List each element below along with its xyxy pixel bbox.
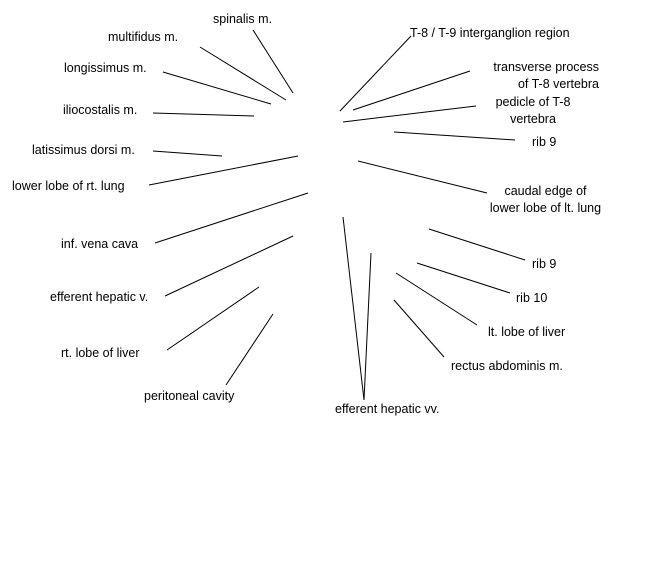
label-transverse-line1: transverse process xyxy=(493,60,599,74)
label-caudal-edge-line1: caudal edge of xyxy=(504,184,587,198)
label-rib-10: rib 10 xyxy=(516,291,548,305)
label-caudal-edge-line2: lower lobe of lt. lung xyxy=(489,201,602,215)
label-iliocostalis: iliocostalis m. xyxy=(63,103,138,117)
leader-line-rib9-lower xyxy=(428,228,526,261)
label-efferent-hepatic-vv: efferent hepatic vv. xyxy=(335,402,440,416)
leader-line-pedicle xyxy=(342,105,477,123)
leader-line-rectus xyxy=(393,299,445,358)
leader-line-interganglion xyxy=(339,35,412,112)
leader-line-peritoneal xyxy=(225,313,274,386)
leader-line-multifidus xyxy=(199,46,287,101)
leader-line-rib10 xyxy=(416,262,511,294)
leader-line-latissimus xyxy=(152,150,223,157)
label-caudal-edge-lt-lung: caudal edge of lower lobe of lt. lung xyxy=(473,183,618,217)
label-pedicle-line2: vertebra xyxy=(510,112,556,126)
label-interganglion-region: T-8 / T-9 interganglion region xyxy=(410,26,570,40)
label-lt-lobe-liver: lt. lobe of liver xyxy=(488,325,566,339)
label-spinalis: spinalis m. xyxy=(213,12,273,26)
label-rib-9-lower: rib 9 xyxy=(532,257,557,271)
label-lower-lobe-rt-lung: lower lobe of rt. lung xyxy=(12,179,125,193)
leader-line-longissimus xyxy=(162,71,272,105)
label-latissimus-dorsi: latissimus dorsi m. xyxy=(32,143,135,157)
label-pedicle-t8: pedicle of T-8 vertebra xyxy=(478,94,588,128)
label-multifidus: multifidus m. xyxy=(108,30,179,44)
label-pedicle-line1: pedicle of T-8 xyxy=(495,95,571,109)
label-rib-9-upper: rib 9 xyxy=(532,135,557,149)
leader-line-efferent-v xyxy=(164,235,294,297)
leader-line-rt-liver xyxy=(166,286,260,351)
leader-line-rib9-upper xyxy=(393,131,516,141)
leader-line-efferent-vv-a xyxy=(342,216,365,401)
label-transverse-process: transverse process of T-8 vertebra xyxy=(472,59,599,93)
leader-line-ivc xyxy=(154,192,309,244)
leader-line-efferent-vv-b xyxy=(363,252,372,401)
label-longissimus: longissimus m. xyxy=(64,61,147,75)
leader-line-iliocostalis xyxy=(152,112,255,117)
label-efferent-hepatic-v: efferent hepatic v. xyxy=(50,290,149,304)
label-rectus-abdominis: rectus abdominis m. xyxy=(451,359,563,373)
leader-line-transverse xyxy=(352,70,471,111)
label-rt-lobe-liver: rt. lobe of liver xyxy=(61,346,140,360)
label-peritoneal-cavity: peritoneal cavity xyxy=(144,389,235,403)
label-transverse-line2: of T-8 vertebra xyxy=(517,77,599,91)
leader-line-rt-lung xyxy=(148,155,299,186)
label-inf-vena-cava: inf. vena cava xyxy=(61,237,139,251)
leader-line-lt-liver xyxy=(395,272,478,326)
leader-line-caudal-edge xyxy=(357,160,488,194)
leader-line-spinalis xyxy=(252,29,294,94)
